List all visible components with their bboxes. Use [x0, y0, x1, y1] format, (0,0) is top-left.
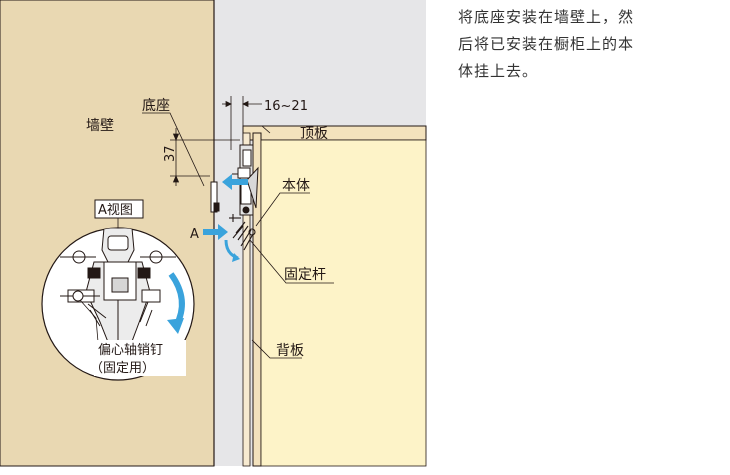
top-board-label: 顶板 — [300, 126, 328, 142]
base-bracket — [210, 181, 220, 213]
base-leader — [142, 112, 205, 187]
view-a-label-box — [94, 199, 144, 219]
dimension-gap — [222, 96, 262, 150]
eccentric-pin-label-line2: （固定用） — [90, 361, 155, 376]
cabinet-interior — [260, 139, 427, 467]
dimension-height — [170, 128, 240, 186]
base-label: 底座 — [142, 98, 170, 114]
eccentric-pin-label-line1: 偏心轴销钉 — [98, 343, 163, 358]
back-board-label: 背板 — [276, 343, 304, 359]
back-board — [242, 132, 251, 467]
eccentric-pin-label-bg — [94, 340, 186, 376]
fixing-rod-leader — [249, 239, 334, 284]
back-board-leader — [251, 339, 302, 359]
caption-line-3: 体挂上去。 — [458, 62, 539, 80]
arrow-left-icon — [222, 174, 248, 190]
arrow-right-icon — [203, 224, 228, 240]
fixing-rod — [229, 214, 256, 251]
fixing-rod-label: 固定杆 — [284, 267, 326, 283]
wall-label: 墙壁 — [86, 118, 114, 134]
body-label: 本体 — [282, 178, 310, 194]
top-board — [242, 125, 427, 141]
eccentric-pin-leader — [79, 299, 99, 343]
caption-line-1: 将底座安装在墙壁上，然 — [458, 8, 635, 26]
view-a-label: A视图 — [98, 203, 133, 218]
body-leader — [255, 192, 310, 227]
caption-line-2: 后将已安装在橱柜上的本 — [458, 35, 635, 53]
hanger-body — [232, 144, 259, 216]
top-board-leader — [261, 125, 271, 134]
dimension-gap-label: 16~21 — [264, 99, 308, 114]
arrow-a-label: A — [190, 227, 199, 242]
instruction-caption: 将底座安装在墙壁上，然 后将已安装在橱柜上的本 体挂上去。 — [458, 4, 668, 85]
dimension-height-label: 37 — [163, 145, 178, 162]
